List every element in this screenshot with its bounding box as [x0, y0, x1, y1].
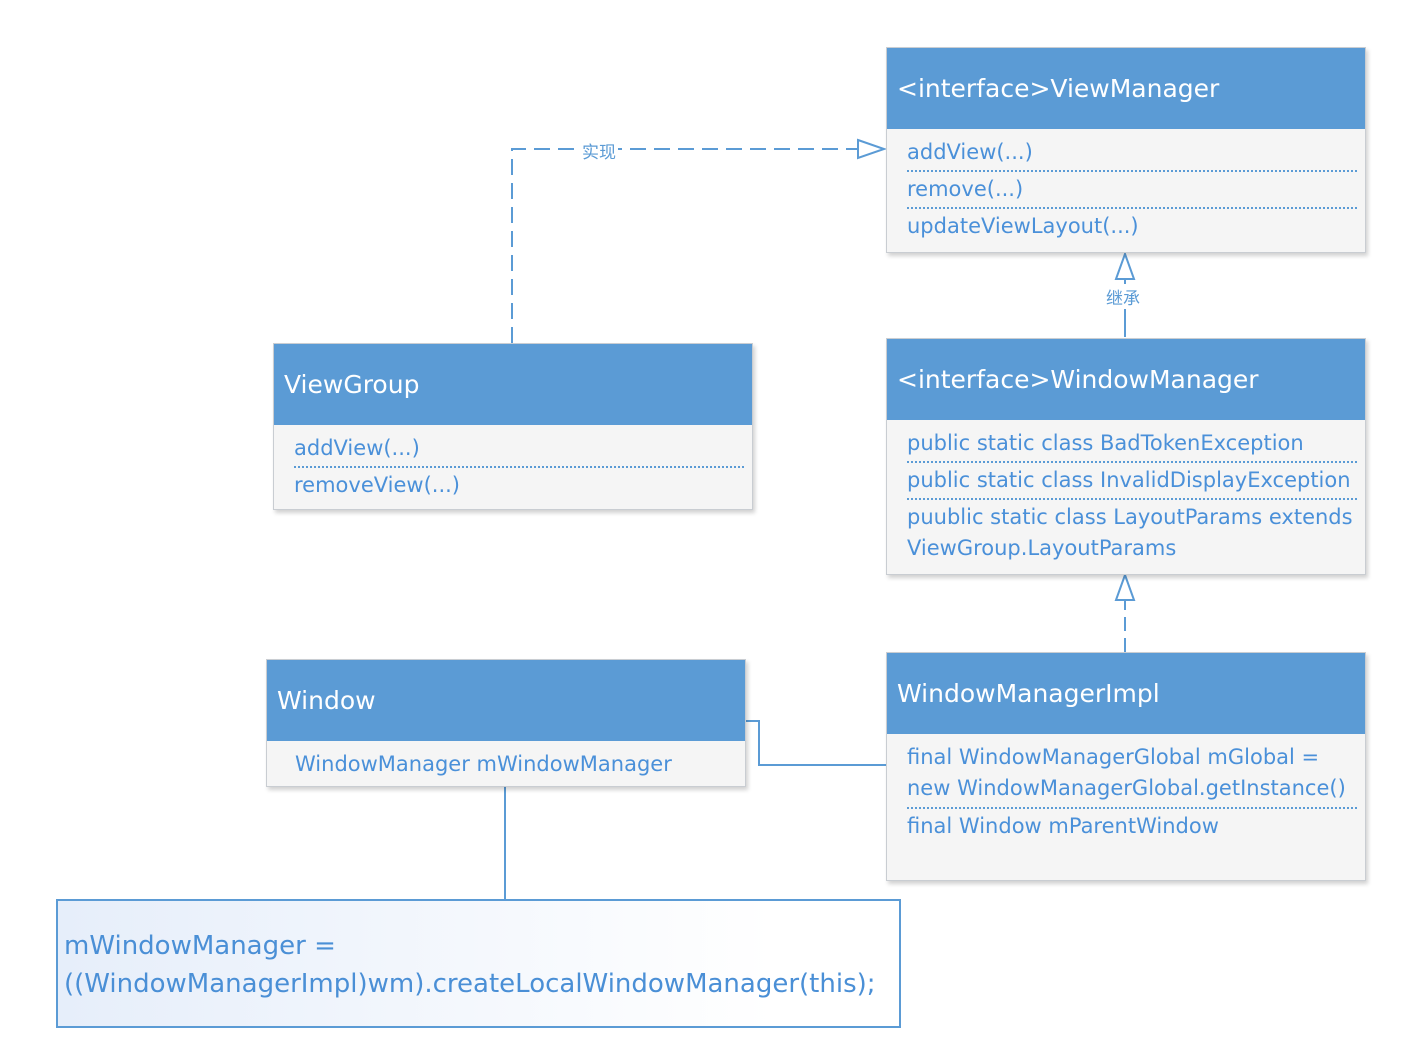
- window-manager-member: public static class BadTokenException: [907, 426, 1357, 463]
- window-manager-impl-class[interactable]: WindowManagerImpl final WindowManagerGlo…: [886, 652, 1366, 881]
- window-manager-title: <interface>WindowManager: [887, 339, 1365, 420]
- window-manager-member: puublic static class LayoutParams extend…: [907, 505, 1353, 560]
- window-title: Window: [267, 660, 745, 741]
- window-manager-class[interactable]: <interface>WindowManager public static c…: [886, 338, 1366, 575]
- impl-arrowhead: [1114, 572, 1136, 601]
- window-member: WindowManager mWindowManager: [295, 752, 672, 776]
- view-group-class[interactable]: ViewGroup addView(...) removeView(...): [273, 343, 753, 510]
- window-members: WindowManager mWindowManager: [267, 741, 745, 788]
- window-manager-impl-members: final WindowManagerGlobal mGlobal = new …: [887, 734, 1365, 850]
- view-manager-members: addView(...) remove(...) updateViewLayou…: [887, 129, 1365, 250]
- code-note-line: mWindowManager =: [64, 931, 336, 961]
- view-manager-member: addView(...): [907, 135, 1357, 172]
- window-manager-impl-member: final Window mParentWindow: [907, 814, 1219, 838]
- window-manager-impl-title: WindowManagerImpl: [887, 653, 1365, 734]
- window-manager-members: public static class BadTokenException pu…: [887, 420, 1365, 573]
- view-manager-member: remove(...): [907, 172, 1357, 209]
- view-group-member: removeView(...): [294, 473, 460, 497]
- realize-label: 实现: [580, 138, 618, 163]
- window-manager-member: public static class InvalidDisplayExcept…: [907, 463, 1357, 500]
- code-note: mWindowManager = ((WindowManagerImpl)wm)…: [56, 899, 901, 1028]
- window-class[interactable]: Window WindowManager mWindowManager: [266, 659, 746, 787]
- window-manager-impl-member: final WindowManagerGlobal mGlobal = new …: [907, 740, 1357, 809]
- code-note-line: ((WindowManagerImpl)wm).createLocalWindo…: [64, 969, 876, 999]
- view-group-members: addView(...) removeView(...): [274, 425, 752, 509]
- view-group-member: addView(...): [294, 431, 744, 468]
- inherit-label: 继承: [1104, 284, 1142, 309]
- view-manager-member: updateViewLayout(...): [907, 214, 1139, 238]
- realize-connector: [511, 148, 866, 343]
- inherit-arrowhead: [1114, 251, 1136, 280]
- view-group-title: ViewGroup: [274, 344, 752, 425]
- realize-arrowhead: [857, 138, 888, 160]
- association-connector: [745, 720, 886, 766]
- view-manager-title: <interface>ViewManager: [887, 48, 1365, 129]
- view-manager-class[interactable]: <interface>ViewManager addView(...) remo…: [886, 47, 1366, 253]
